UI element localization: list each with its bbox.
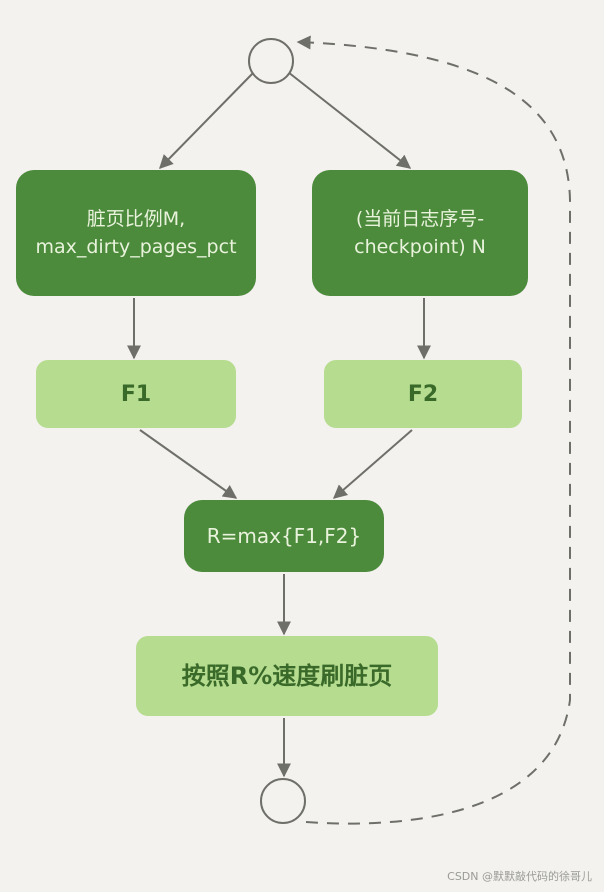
loop-back-dashed-arrow xyxy=(296,35,571,825)
f2-label: F2 xyxy=(407,381,439,407)
arrow-f2-to-rmax xyxy=(332,429,413,499)
dirty-page-ratio-line2: max_dirty_pages_pct xyxy=(35,236,237,258)
f2-node: F2 xyxy=(324,360,522,428)
arrow-start-to-dirty-ratio xyxy=(159,71,255,170)
lsn-gap-line2: checkpoint) N xyxy=(354,236,486,258)
f1-node: F1 xyxy=(36,360,236,428)
flush-rate-label: 按照R%速度刷脏页 xyxy=(181,662,393,690)
dirty-page-ratio-line1: 脏页比例M, xyxy=(86,207,186,230)
arrow-start-to-lsn-gap xyxy=(287,71,412,169)
end-node-circle xyxy=(260,778,306,824)
dirty-page-ratio-node: 脏页比例M, max_dirty_pages_pct xyxy=(16,170,256,296)
flush-rate-node: 按照R%速度刷脏页 xyxy=(136,636,438,716)
lsn-gap-line1: (当前日志序号- xyxy=(355,207,485,230)
f1-label: F1 xyxy=(120,381,152,407)
arrow-f1-to-rmax xyxy=(139,429,238,499)
rmax-node: R=max{F1,F2} xyxy=(184,500,384,572)
lsn-gap-node: (当前日志序号- checkpoint) N xyxy=(312,170,528,296)
rmax-label: R=max{F1,F2} xyxy=(206,524,362,548)
watermark: CSDN @默默敲代码的徐哥儿 xyxy=(447,870,592,883)
start-node-circle xyxy=(248,38,294,84)
